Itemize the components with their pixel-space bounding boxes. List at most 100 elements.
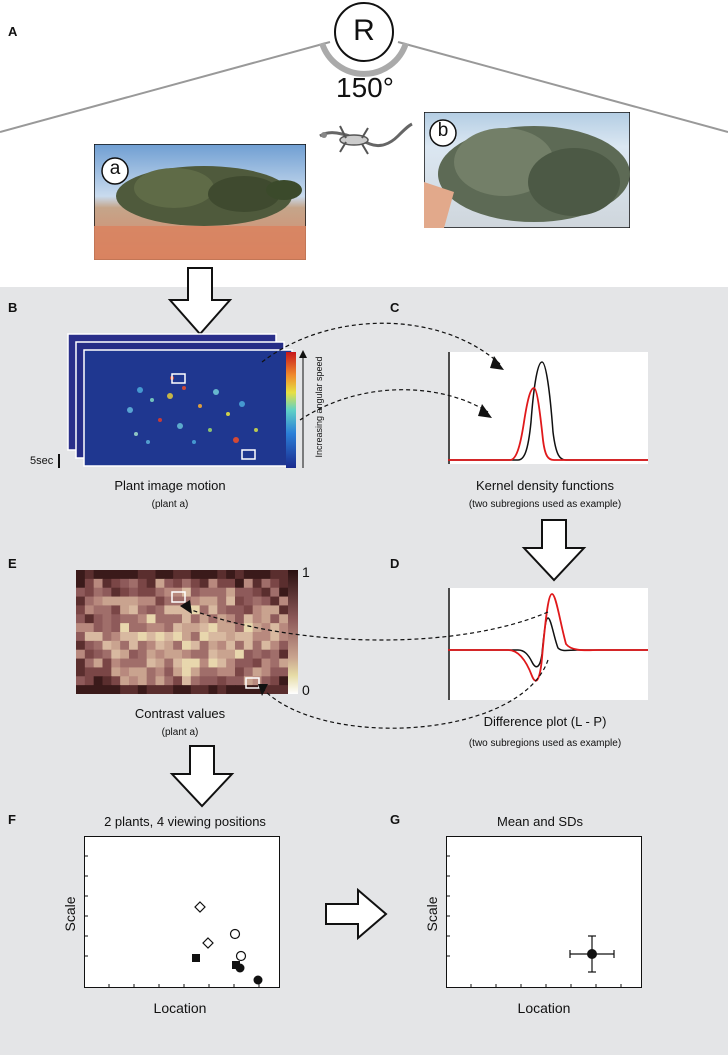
- heatmap-cell: [261, 676, 271, 686]
- heatmap-cell: [164, 685, 174, 694]
- heatmap-cell: [243, 667, 254, 677]
- heatmap-cell: [270, 570, 280, 580]
- heatmap-cell: [93, 587, 103, 598]
- heatmap-cell: [270, 667, 280, 677]
- heatmap-cell: [261, 649, 271, 660]
- heatmap-cell: [164, 667, 174, 677]
- heatmap-cell: [93, 667, 103, 677]
- panel-d-subtitle: (two subregions used as example): [468, 738, 622, 749]
- speed-axis-arrow-icon: [299, 350, 307, 468]
- heatmap-cell: [217, 658, 227, 668]
- heatmap-cell: [155, 640, 165, 651]
- viewing-angle-diagram: [0, 2, 728, 133]
- heatmap-cell: [199, 632, 209, 642]
- heatmap-cell: [173, 623, 183, 633]
- heatmap-cell: [199, 587, 209, 598]
- heatmap-cell: [120, 676, 130, 686]
- heatmap-cell: [208, 596, 218, 606]
- heatmap-cell: [137, 649, 148, 660]
- heatmap-cell: [102, 578, 112, 589]
- heatmap-cell: [93, 623, 103, 633]
- heatmap-cell: [243, 605, 254, 615]
- heatmap-cell: [217, 570, 227, 580]
- heatmap-cell: [173, 649, 183, 660]
- connector-arrows-bc: [261, 322, 504, 421]
- heatmap-cell: [235, 640, 245, 651]
- heatmap-cell: [137, 614, 148, 624]
- heatmap-cell: [155, 614, 165, 624]
- heatmap-cell: [111, 587, 121, 598]
- heatmap-cell: [199, 658, 209, 668]
- heatmap-cell: [129, 596, 139, 606]
- panel-letter-b: B: [8, 300, 18, 315]
- heatmap-cell: [270, 649, 280, 660]
- heatmap-cell: [137, 667, 148, 677]
- heatmap-cell: [252, 685, 262, 694]
- heatmap-cell: [137, 658, 148, 668]
- heatmap-cell: [137, 676, 148, 686]
- panel-f-xlabel: Location: [153, 1000, 207, 1016]
- down-arrow-icon: [169, 745, 235, 808]
- heatmap-cell: [270, 685, 280, 694]
- heatmap-cell: [199, 623, 209, 633]
- colorbar-max-label: 1: [302, 564, 310, 580]
- heatmap-cell: [164, 640, 174, 651]
- heatmap-cell: [252, 614, 262, 624]
- heatmap-cell: [84, 623, 95, 633]
- heatmap-cell: [173, 658, 183, 668]
- heatmap-cell: [120, 614, 130, 624]
- heatmap-cell: [208, 632, 218, 642]
- heatmap-cell: [261, 685, 271, 694]
- heatmap-cell: [252, 632, 262, 642]
- heatmap-cell: [279, 623, 288, 633]
- heatmap-cell: [252, 578, 262, 589]
- heatmap-cell: [173, 578, 183, 589]
- heatmap-cell: [182, 676, 192, 686]
- heatmap-cell: [252, 658, 262, 668]
- heatmap-cell: [199, 570, 209, 580]
- panel-letter-c: C: [390, 300, 400, 315]
- heatmap-cell: [164, 605, 174, 615]
- heatmap-cell: [93, 596, 103, 606]
- heatmap-cell: [261, 605, 271, 615]
- heatmap-cell: [146, 667, 156, 677]
- heatmap-cell: [182, 578, 192, 589]
- heatmap-cell: [279, 587, 288, 598]
- photo-a-label: a: [109, 158, 121, 179]
- heatmap-cell: [243, 623, 254, 633]
- heatmap-cell: [76, 605, 86, 615]
- heatmap-cell: [270, 623, 280, 633]
- heatmap-cell: [84, 614, 95, 624]
- heatmap-cell: [217, 640, 227, 651]
- heatmap-cell: [129, 578, 139, 589]
- panel-e-title: Contrast values: [134, 706, 226, 721]
- heatmap-cell: [190, 658, 201, 668]
- right-arrow-icon: [325, 888, 388, 940]
- heatmap-cell: [270, 587, 280, 598]
- heatmap-cell: [120, 578, 130, 589]
- heatmap-cell: [270, 596, 280, 606]
- heatmap-cell: [270, 676, 280, 686]
- heatmap-cell: [111, 614, 121, 624]
- heatmap-cell: [76, 685, 86, 694]
- heatmap-cell: [102, 614, 112, 624]
- heatmap-cell: [199, 640, 209, 651]
- heatmap-cell: [226, 570, 236, 580]
- difference-plot: [448, 588, 648, 700]
- heatmap-cell: [111, 605, 121, 615]
- heatmap-cell: [252, 667, 262, 677]
- heatmap-cell: [190, 676, 201, 686]
- heatmap-cell: [182, 685, 192, 694]
- heatmap-cell: [235, 570, 245, 580]
- heatmap-cell: [199, 649, 209, 660]
- heatmap-cell: [137, 623, 148, 633]
- heatmap-cell: [270, 605, 280, 615]
- speed-colorbar: [286, 352, 296, 468]
- heatmap-cell: [102, 667, 112, 677]
- heatmap-cell: [155, 649, 165, 660]
- heatmap-cell: [173, 640, 183, 651]
- heatmap-cell: [164, 614, 174, 624]
- heatmap-cell: [120, 640, 130, 651]
- time-scale-label: 5sec: [30, 455, 54, 467]
- heatmap-cell: [226, 649, 236, 660]
